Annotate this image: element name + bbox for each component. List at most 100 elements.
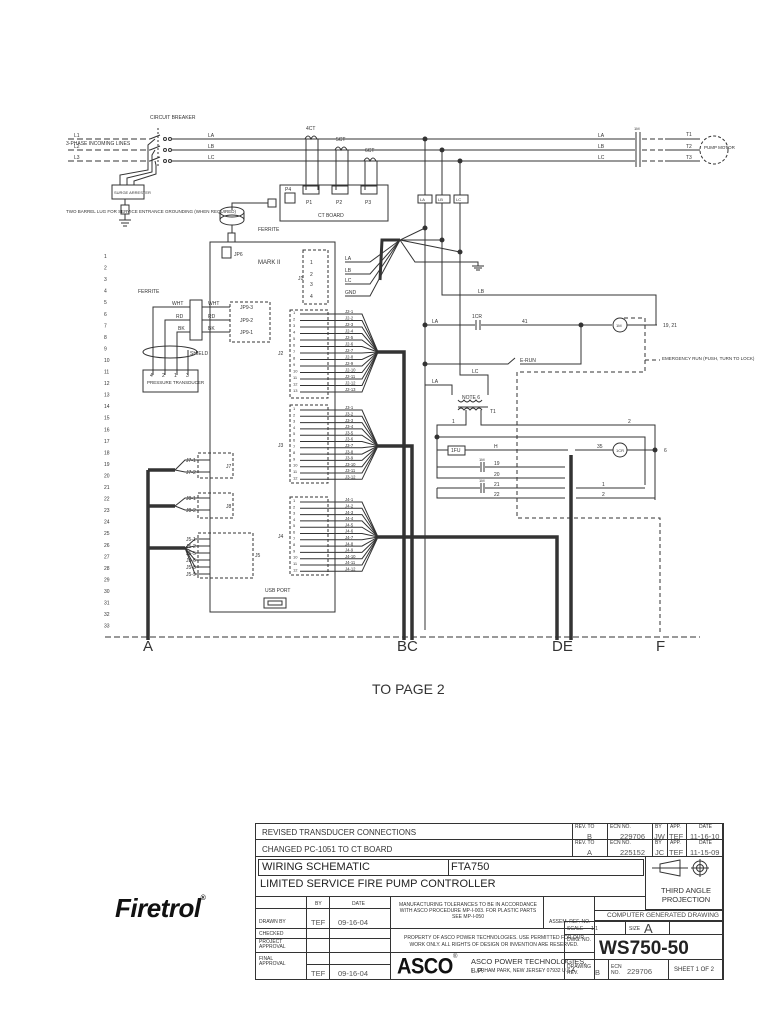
pin-number: 11 <box>293 375 298 380</box>
bus-bc: BC <box>397 638 418 655</box>
firetrol-logo: Firetrol® <box>115 893 206 924</box>
connector-wire-label: J4-7 <box>345 535 354 540</box>
harness-wire <box>300 536 379 553</box>
ctl-t1: T1 <box>490 409 496 415</box>
j8-label: J8 <box>226 504 232 510</box>
wire-rd: RD <box>176 314 184 320</box>
harness-wire <box>300 339 379 353</box>
pressure-transducer <box>142 369 199 393</box>
j5-9: J5-9 <box>186 572 196 578</box>
usb-port <box>263 597 287 609</box>
connector-wire-label: J4-5 <box>345 522 354 527</box>
jp9-2: JP9-2 <box>240 318 253 324</box>
ctl-lb: LB <box>478 289 485 295</box>
property-note: PROPERTY OF ASCO POWER TECHNOLOGIES. USE… <box>403 935 585 948</box>
harness-wire <box>300 351 379 354</box>
rev-label: REV. TO <box>575 840 595 846</box>
connector-wire-label: J2-8 <box>345 355 354 360</box>
harness-wire <box>300 536 379 541</box>
ctl-coil-refs: 19, 21 <box>663 323 677 329</box>
transducer-label: PRESSURE TRANSDUCER <box>147 380 205 385</box>
pin-number: 3 <box>293 511 296 516</box>
pin-number: 1 <box>293 310 296 315</box>
transducer-pin-2: 2 <box>162 373 165 379</box>
connector-wire-label: J2-1 <box>345 309 354 314</box>
connector-wire-label: J3-10 <box>345 462 356 467</box>
ecn-value: 225152 <box>620 848 646 857</box>
connector-wire-label: J3-7 <box>345 443 354 448</box>
pin-number: 5 <box>293 431 296 436</box>
connector-wire-label: J3-6 <box>345 437 354 442</box>
row-number: 22 <box>104 497 110 503</box>
by-header: BY <box>315 901 322 907</box>
j4-connector <box>289 496 329 576</box>
contactor-label: 1M <box>634 126 640 131</box>
j2-connector <box>289 309 329 399</box>
row-number: 26 <box>104 543 110 549</box>
harness-wire <box>184 547 210 561</box>
jp9-connector <box>229 301 271 343</box>
connector-wire-label: J2-13 <box>345 387 356 392</box>
connector-wire-label: J3-1 <box>345 405 354 410</box>
connector-wire-label: J4-8 <box>345 541 354 546</box>
j5-label: J5 <box>255 553 261 559</box>
date-header: DATE <box>352 901 365 907</box>
j5-5: J5-5 <box>186 551 196 557</box>
pin-number: 11 <box>293 469 298 474</box>
pin-number: 10 <box>293 463 298 468</box>
harness-wire <box>300 533 379 538</box>
label-lc-right: LC <box>598 155 605 161</box>
harness-wire <box>300 351 379 360</box>
row-number: 3 <box>104 277 107 283</box>
rev-a-rev: REV. TO A <box>572 839 608 857</box>
ctl-aux-1m-a: 1M <box>479 457 485 462</box>
connector-wire-label: J4-9 <box>345 548 354 553</box>
connector-wire-label: J4-3 <box>345 510 354 515</box>
surge-label: SURGE ARRESTER <box>114 190 151 195</box>
scale-value: 1:1 <box>591 926 598 932</box>
computer-generated-cell: COMPUTER GENERATED DRAWING <box>594 910 724 921</box>
transducer-pin-3: 3 <box>186 373 189 379</box>
j1-label: J1 <box>298 276 304 282</box>
label-la-right: LA <box>598 133 605 139</box>
harness-wire <box>300 333 379 353</box>
drawing-rev-cell: DRAWING REV. B <box>564 959 609 980</box>
jp9-1: JP9-1 <box>240 330 253 336</box>
wire-rd-2: RD <box>208 314 216 320</box>
ctl-node-6: 6 <box>664 448 667 454</box>
j3-label: J3 <box>278 443 284 449</box>
sheet-cell: SHEET 1 OF 2 <box>668 959 724 980</box>
app-label: APP. <box>670 824 681 830</box>
row-number: 5 <box>104 300 107 306</box>
row-number: 14 <box>104 404 110 410</box>
pin-number: 9 <box>293 456 296 461</box>
j5-connector <box>197 532 254 579</box>
incoming-label: 3-PHASE INCOMING LINES <box>66 141 131 147</box>
rev-value: B <box>587 832 593 840</box>
company-cell: ASCO ® ASCO POWER TECHNOLOGIES, L.P. FLO… <box>390 952 595 980</box>
wire-bk-2: BK <box>208 326 215 332</box>
pin-number: 7 <box>293 349 296 354</box>
harness-wire <box>300 415 379 447</box>
rev-a-text: CHANGED PC-1051 TO CT BOARD <box>262 845 393 854</box>
ground-note: TWO BARREL LUG FOR SERVICE ENTRANCE GROU… <box>66 209 237 214</box>
pin-number: 2 <box>293 412 296 417</box>
harness-wire <box>184 538 210 549</box>
j4-label: J4 <box>278 534 284 540</box>
motor-label: PUMP MOTOR <box>704 145 736 150</box>
size-label: SIZE <box>629 926 641 932</box>
ctl-erun: E-RUN <box>520 358 536 364</box>
pin-number: 3 <box>293 323 296 328</box>
tolerance-note: MANUFACTURING TOLERANCES TO BE IN ACCORD… <box>399 902 537 920</box>
incoming-lines <box>68 138 150 162</box>
app-value: TEF <box>669 848 684 857</box>
harness-wire <box>300 445 379 474</box>
j5-6: J5-6 <box>186 558 196 564</box>
harness-wire <box>300 536 379 566</box>
pin-number: 6 <box>293 343 296 348</box>
transducer-pin-1: 1 <box>174 373 177 379</box>
rev-value: A <box>587 848 593 857</box>
pin-number: 6 <box>293 530 296 535</box>
row-number: 12 <box>104 381 110 387</box>
